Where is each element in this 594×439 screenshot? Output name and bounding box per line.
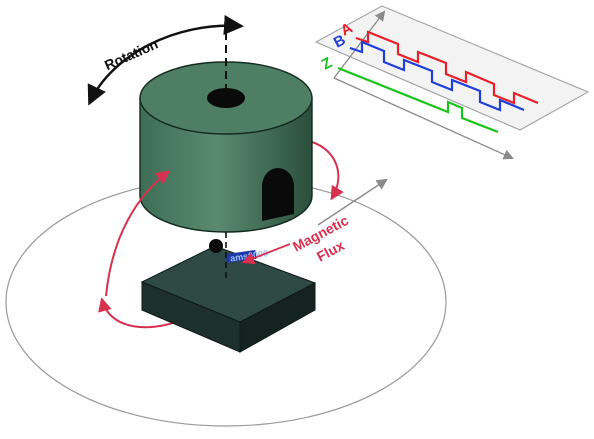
axis-arrow [317, 178, 388, 226]
flux-arrow-front [105, 170, 171, 297]
sensor-point [209, 239, 223, 253]
rotation-label: Rotation [102, 36, 160, 74]
magnet-slot [262, 168, 294, 221]
sensor-chip: ams0000 [140, 245, 317, 353]
flux-arrow-back [311, 141, 344, 201]
rotation-arrow-icon [87, 15, 244, 106]
magnet-center-hole [207, 88, 245, 108]
signal-A-wave [355, 30, 539, 105]
signal-Z-wave [337, 66, 499, 134]
flux-pointer [241, 243, 291, 265]
signal-B-wave [349, 40, 525, 112]
signal-Z-label: Z [319, 54, 335, 73]
signal-card: A B Z [314, 5, 590, 160]
